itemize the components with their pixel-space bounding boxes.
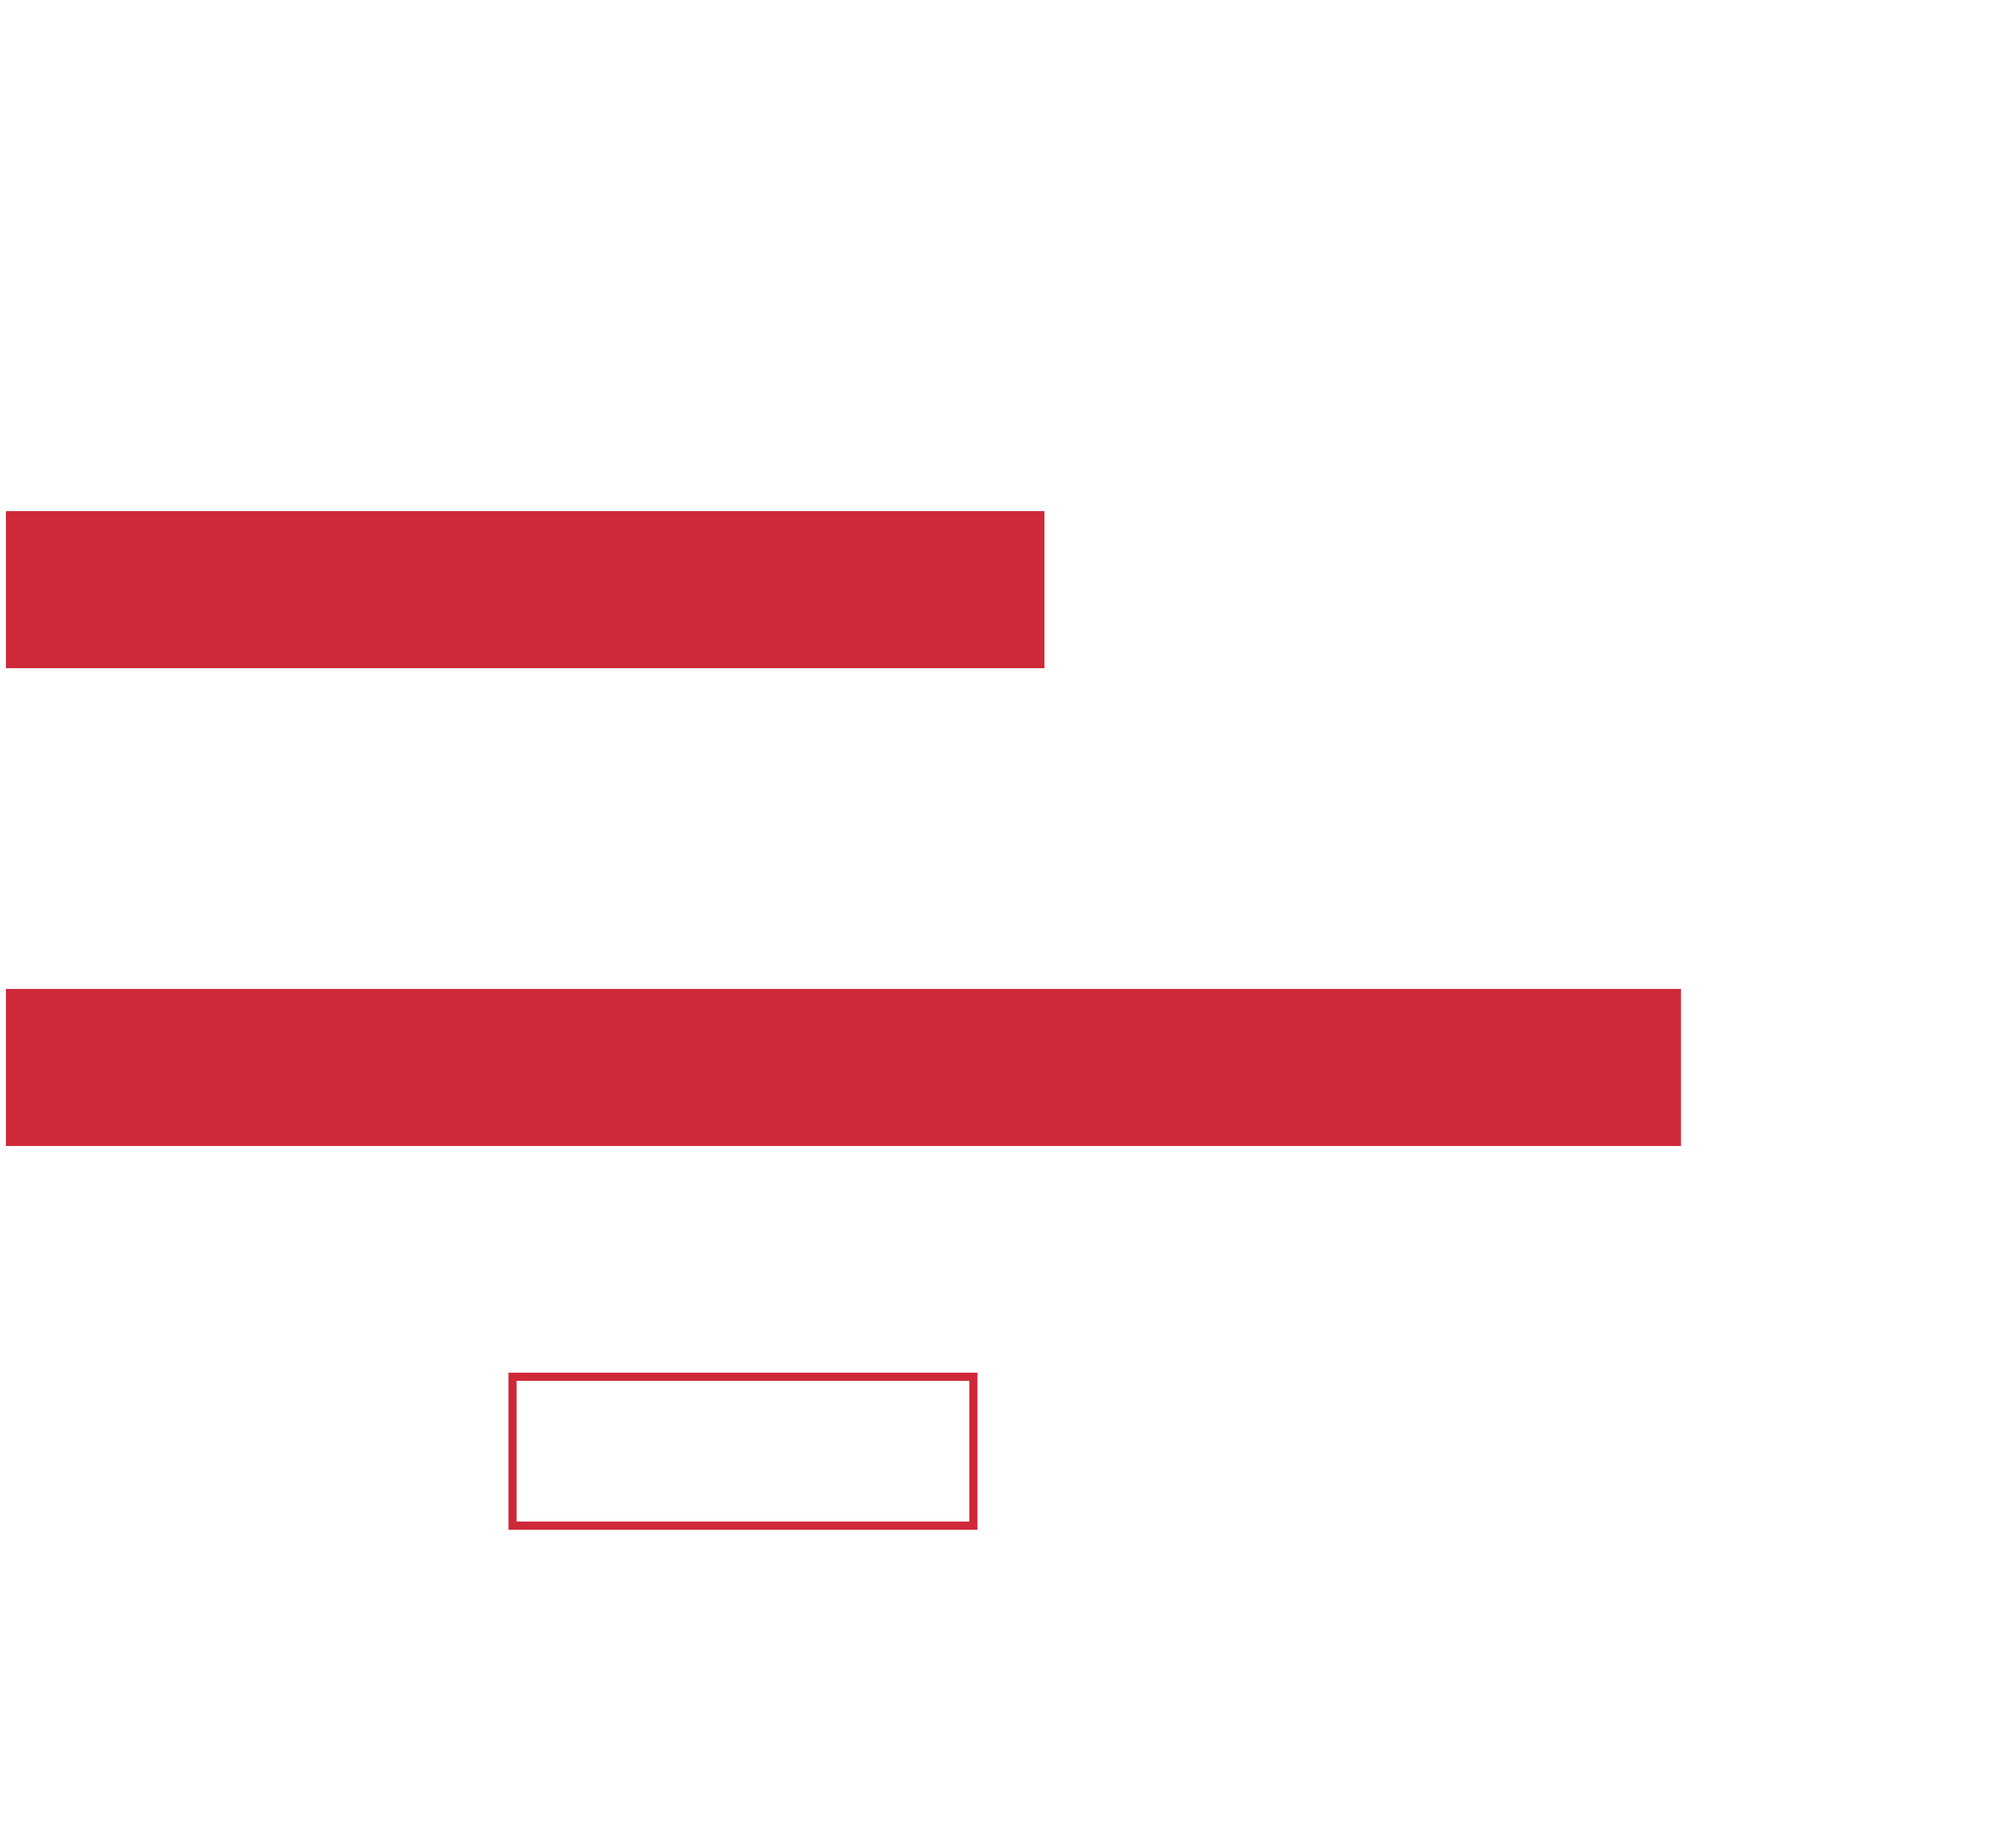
bar-1 [6,511,1045,668]
bar-2 [6,989,1681,1146]
bar-3 [508,1373,978,1530]
